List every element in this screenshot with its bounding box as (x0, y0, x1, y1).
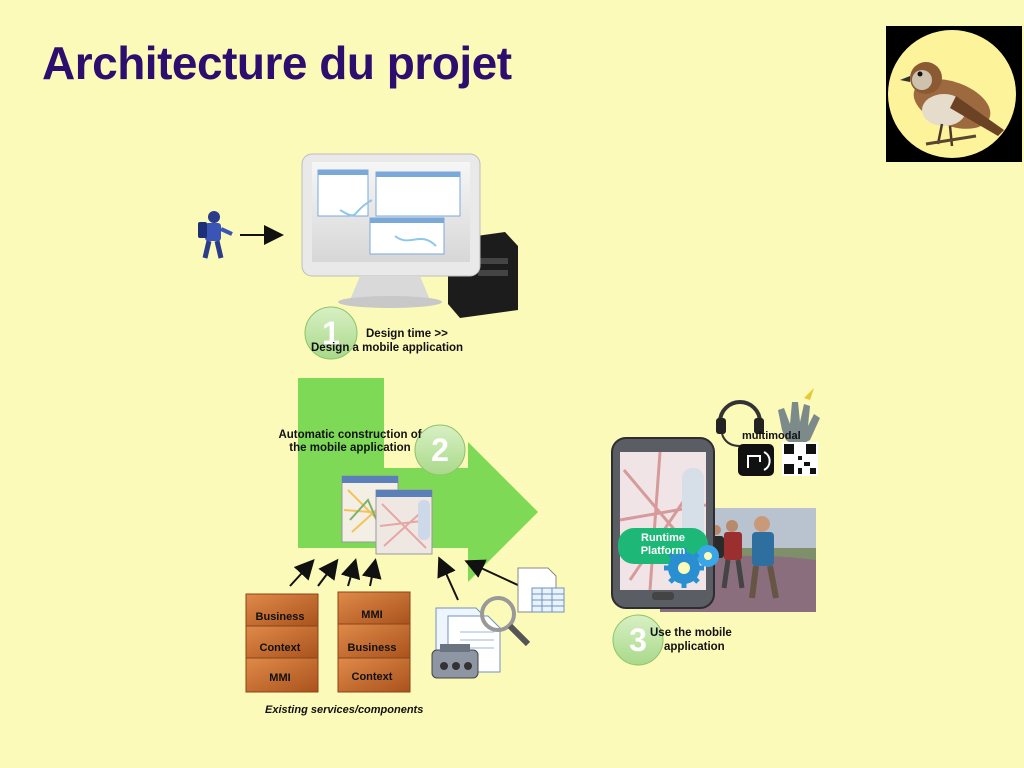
qr-code-icon (782, 442, 818, 476)
step-1-label-line2: Design a mobile application (311, 342, 464, 354)
runtime-platform-label: Runtime Platform (620, 532, 706, 558)
step-1-number: 1 (322, 315, 340, 351)
hand-gesture-icon (778, 388, 820, 444)
components-caption: Existing services/components (265, 704, 424, 716)
brick-business-right: Business (347, 642, 397, 654)
step-1-label-line1: Design time >> (366, 328, 448, 340)
phone-icon (611, 437, 715, 609)
brick-mmi-left: MMI (269, 672, 291, 684)
designer-icon (198, 211, 233, 259)
generated-app-preview (341, 475, 433, 555)
component-arrows (289, 556, 521, 601)
runtime-line1: Runtime (641, 532, 685, 544)
step-3-label-line1: Use the mobile (650, 627, 732, 639)
step-2-label-line1: Automatic construction of (278, 429, 422, 441)
step-2-label-line2: the mobile application (289, 442, 411, 454)
component-bricks (245, 591, 411, 693)
gears-icon (664, 545, 719, 588)
document-icon (517, 567, 565, 613)
step-3-badge (612, 614, 664, 666)
step-3-label-line2: application (664, 641, 725, 653)
headset-icon (716, 400, 764, 447)
brick-context-right: Context (351, 671, 393, 683)
computer-icon (301, 153, 518, 318)
brick-business-left: Business (255, 611, 305, 623)
page-title: Architecture du projet (42, 37, 512, 89)
step-2-number: 2 (431, 432, 449, 468)
step-1-badge (304, 306, 358, 360)
sparrow-logo (886, 26, 1022, 162)
multimodal-label: multimodal (742, 430, 801, 442)
brick-mmi-right: MMI (361, 609, 383, 621)
engine-icon (431, 644, 479, 679)
step-3-number: 3 (629, 622, 647, 658)
runtime-line2: Platform (640, 545, 686, 557)
step-2-badge (414, 424, 466, 476)
brick-context-left: Context (259, 642, 301, 654)
nfc-icon (738, 444, 774, 476)
